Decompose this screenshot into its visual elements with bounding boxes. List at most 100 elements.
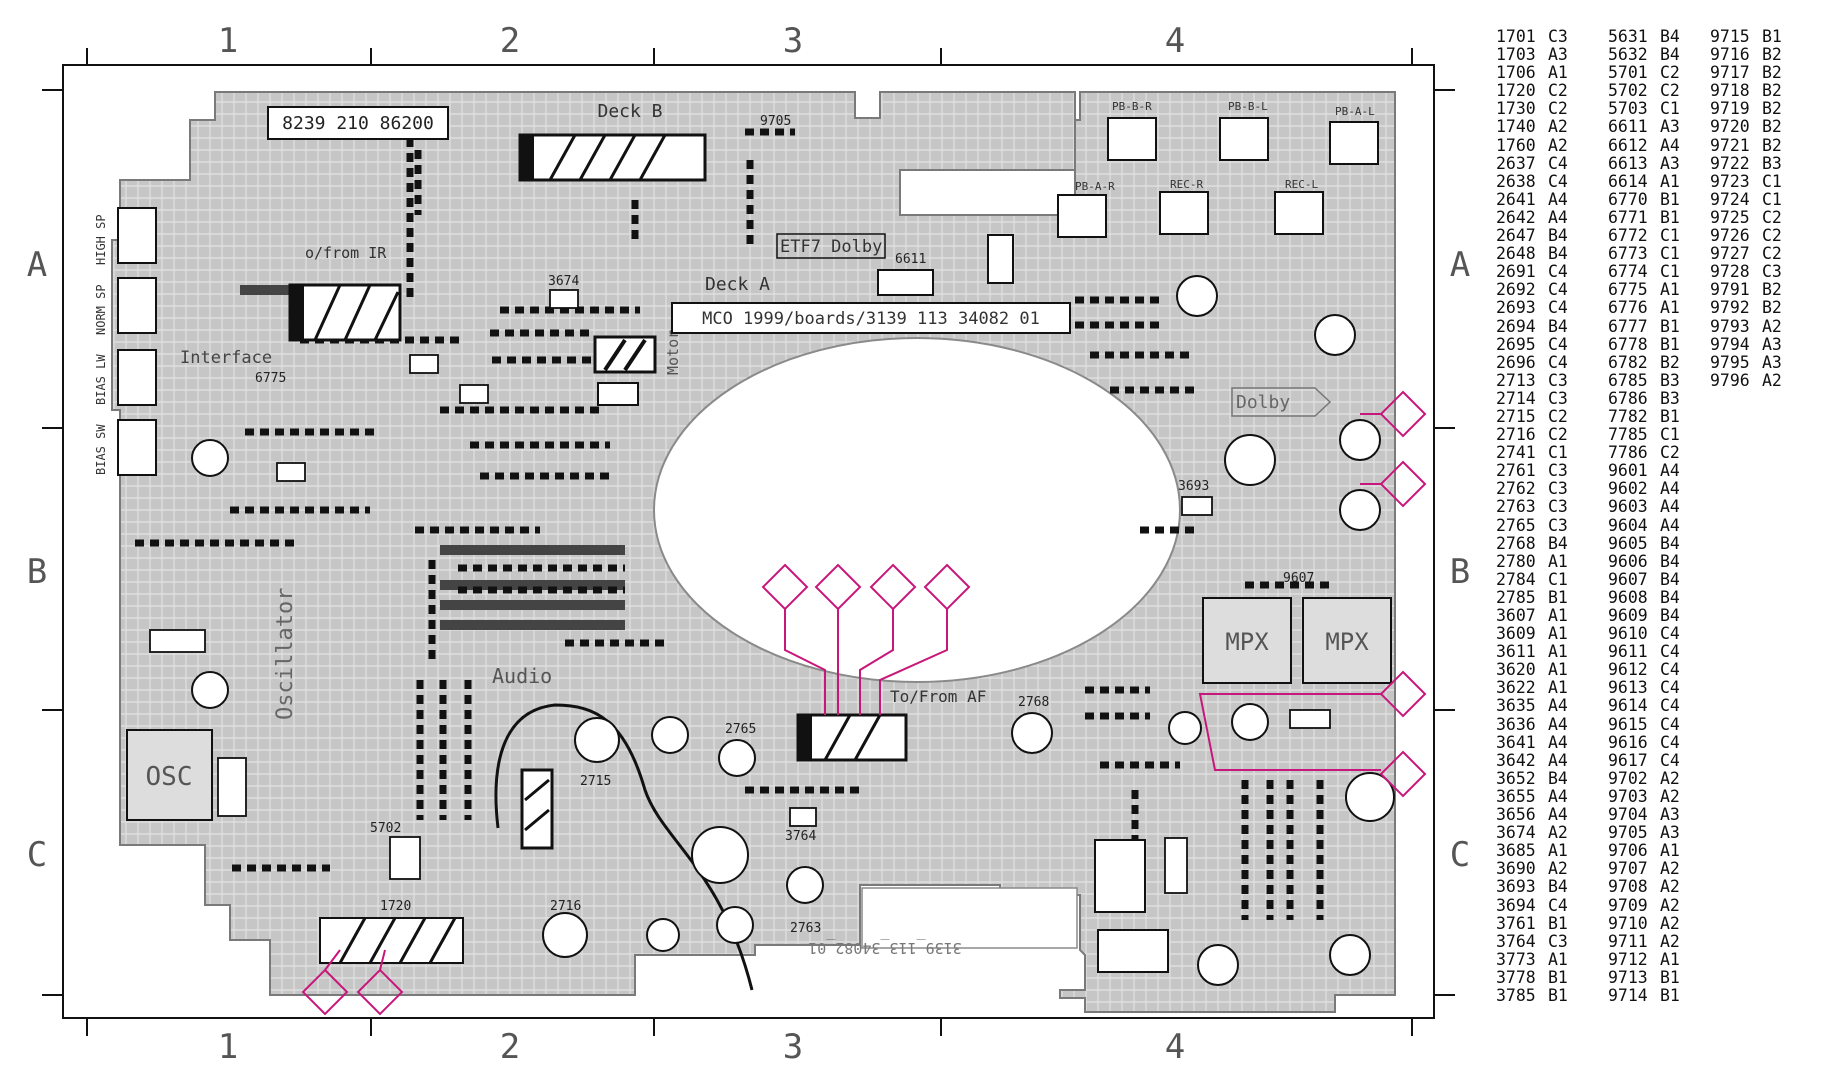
index-ref: 9711 [1608, 931, 1648, 951]
capacitor-2761 [691, 826, 749, 884]
index-location: A1 [1548, 642, 1568, 662]
index-ref: 9603 [1608, 497, 1648, 517]
index-location: A4 [1660, 515, 1680, 535]
connector-1706-pin [290, 285, 304, 340]
index-ref: 2785 [1496, 587, 1536, 607]
index-location: A2 [1660, 859, 1680, 879]
index-location: B4 [1548, 877, 1568, 897]
index-ref: 1706 [1496, 63, 1536, 83]
index-location: C4 [1548, 280, 1568, 300]
index-location: B4 [1660, 27, 1680, 46]
index-ref: 1703 [1496, 45, 1536, 65]
capacitor-2647 [1339, 419, 1381, 461]
index-ref: 1701 [1496, 27, 1536, 46]
col-label-1-top: 1 [218, 21, 238, 61]
index-location: C4 [1660, 714, 1680, 734]
row-label-a-right: A [1450, 245, 1470, 285]
connector-pb-a-r [1057, 194, 1107, 238]
ref-5702: 5702 [370, 821, 401, 836]
index-ref: 1740 [1496, 117, 1536, 137]
index-location: C4 [1660, 732, 1680, 752]
index-ref: 9610 [1608, 624, 1648, 644]
index-location: C1 [1548, 569, 1568, 589]
index-location: C2 [1548, 99, 1568, 119]
index-ref: 9602 [1608, 479, 1648, 499]
index-ref: 9792 [1710, 298, 1750, 318]
index-location: B1 [1548, 913, 1568, 933]
index-location: A3 [1660, 153, 1680, 173]
index-ref: 2638 [1496, 171, 1536, 191]
label-pb-a-l: PB-A-L [1335, 105, 1375, 118]
index-location: A3 [1660, 117, 1680, 137]
index-ref: 2741 [1496, 443, 1536, 463]
ref-2715: 2715 [580, 774, 611, 789]
connector-bias-lw [117, 349, 157, 406]
index-ref: 2762 [1496, 479, 1536, 499]
etf-dolby-box [776, 233, 886, 259]
index-location: A3 [1762, 352, 1782, 372]
etf-dolby-label: ETF7 Dolby [780, 237, 882, 257]
capacitor-2642 [1176, 275, 1218, 317]
index-location: C3 [1762, 262, 1782, 282]
index-location: C3 [1548, 461, 1568, 481]
index-ref: 9608 [1608, 587, 1648, 607]
capacitor-2648 [1339, 489, 1381, 531]
capacitor-2637 [1094, 839, 1146, 913]
index-location: C4 [1660, 678, 1680, 698]
index-ref: 2691 [1496, 262, 1536, 282]
capacitor-2691 [1197, 944, 1239, 986]
test-point-lead [379, 949, 386, 971]
index-ref: 3778 [1496, 967, 1536, 987]
label-norm-sp: NORM SP [94, 284, 108, 335]
index-ref: 5632 [1608, 45, 1648, 65]
index-location: C4 [1548, 171, 1568, 191]
index-ref: 6777 [1608, 316, 1648, 336]
connector-rec-l [1274, 191, 1324, 235]
osc-module [126, 729, 213, 821]
col-label-4-top: 4 [1165, 21, 1185, 61]
index-ref: 9601 [1608, 461, 1648, 481]
diode-6612 [987, 234, 1014, 284]
index-ref: 6778 [1608, 334, 1648, 354]
index-location: C1 [1762, 189, 1782, 209]
index-ref: 3656 [1496, 805, 1536, 825]
index-location: B4 [1548, 316, 1568, 336]
oscillator-label: Oscillator [273, 588, 298, 720]
index-location: B4 [1660, 533, 1680, 553]
index-ref: 3635 [1496, 696, 1536, 716]
index-location: A1 [1548, 624, 1568, 644]
audio-label: Audio [492, 664, 552, 688]
index-ref: 1760 [1496, 135, 1536, 155]
index-ref: 9796 [1710, 370, 1750, 390]
index-ref: 3785 [1496, 985, 1536, 1005]
index-ref: 9616 [1608, 732, 1648, 752]
index-location: A4 [1548, 750, 1568, 770]
index-ref: 3622 [1496, 678, 1536, 698]
